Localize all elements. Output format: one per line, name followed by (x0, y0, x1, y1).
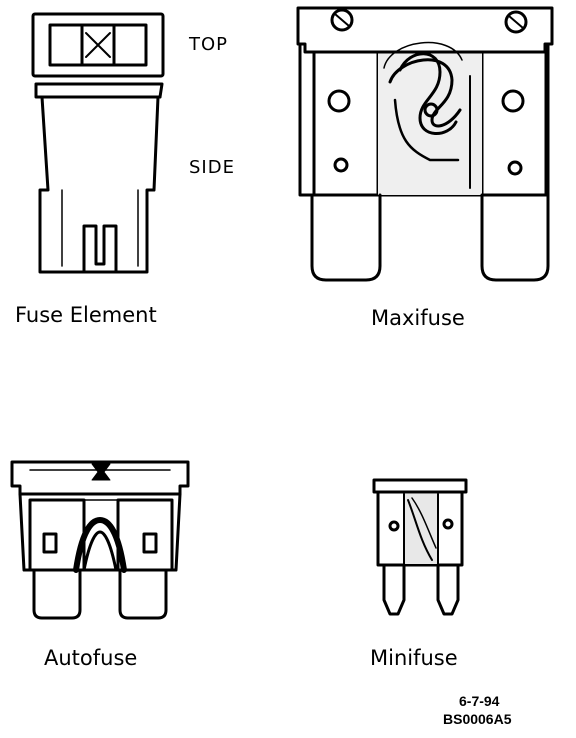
reference-code: BS0006A5 (443, 711, 512, 727)
maxifuse-diagram (296, 6, 554, 282)
maxifuse-caption: Maxifuse (371, 306, 465, 330)
autofuse-diagram (10, 460, 190, 620)
top-view-label: TOP (189, 34, 229, 55)
minifuse-caption: Minifuse (370, 646, 458, 670)
date-code: 6-7-94 (459, 693, 500, 709)
side-view-label: SIDE (189, 157, 235, 178)
fuse-element-caption: Fuse Element (15, 303, 157, 327)
fuse-element-side-view (34, 82, 164, 274)
minifuse-diagram (372, 478, 468, 616)
autofuse-caption: Autofuse (44, 646, 138, 670)
fuse-element-top-view (31, 12, 165, 78)
